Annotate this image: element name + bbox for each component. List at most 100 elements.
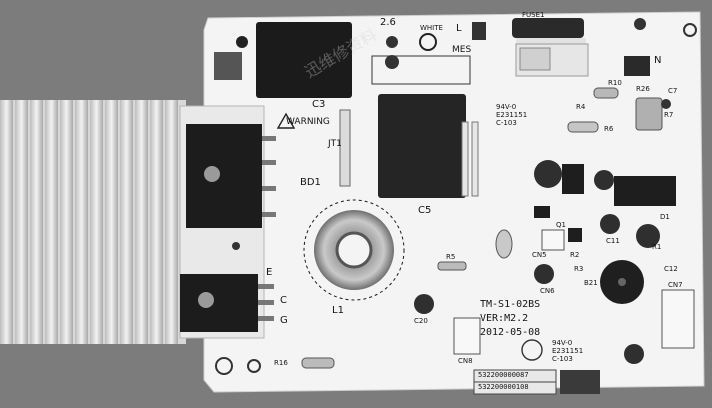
igbt <box>180 274 274 332</box>
designator-g: G <box>280 315 288 326</box>
electrolytic-cap-5 <box>534 264 554 284</box>
designator-cn8: CN8 <box>458 357 473 365</box>
jumper-3 <box>471 121 479 197</box>
designator-c: C <box>280 295 287 306</box>
white-label: WHITE <box>420 24 443 32</box>
designator-l: L <box>456 23 462 34</box>
cert-code-label-2: C-103 <box>552 355 573 363</box>
designator-r5: R5 <box>446 253 456 261</box>
cert-code-label: C-103 <box>496 119 517 127</box>
file-number-label: E231151 <box>496 111 528 119</box>
transformer <box>614 176 676 206</box>
bridge-rectifier <box>186 124 276 228</box>
fuse <box>512 18 584 38</box>
electrolytic-cap-1 <box>534 160 562 188</box>
trace-outline <box>371 55 471 85</box>
mes-label: MES <box>452 45 472 55</box>
mount-hole-right <box>683 23 697 37</box>
warning-icon <box>276 112 296 129</box>
designator-r26: R26 <box>636 85 650 93</box>
dark-label-patch <box>560 370 600 394</box>
cert-label: 94V-0 <box>496 103 517 111</box>
designator-c3: C3 <box>312 99 326 110</box>
test-point-2-6 <box>386 36 398 48</box>
connector-cn7 <box>661 289 695 349</box>
hole-2-6 <box>385 55 399 69</box>
resistor-r16 <box>301 357 335 369</box>
designator-n: N <box>654 55 662 66</box>
electrolytic-cap-c20 <box>414 294 434 314</box>
mount-hole-bd1 <box>232 242 240 250</box>
connector-l <box>472 22 486 40</box>
capacitor-c3 <box>256 22 352 98</box>
designator-c5: C5 <box>418 205 432 216</box>
designator-l1: L1 <box>332 305 344 316</box>
designator-b21: B21 <box>584 279 598 287</box>
mount-hole-left-2 <box>247 359 261 373</box>
capacitor-c5 <box>378 94 466 198</box>
part-number-2: 532200000108 <box>478 383 529 391</box>
designator-r10: R10 <box>608 79 622 87</box>
connector-cn5 <box>541 229 565 251</box>
model-label: TM-S1-02BS <box>480 299 541 310</box>
mount-hole-c7 <box>661 99 671 109</box>
qc-logo <box>521 339 543 361</box>
jumper-jt1 <box>339 109 351 187</box>
version-label: VER:M2.2 <box>480 313 529 324</box>
connector-cn8 <box>453 317 481 355</box>
connector-top-left <box>214 52 242 80</box>
transistor-q5 <box>534 206 550 218</box>
hole-top-left <box>236 36 248 48</box>
jumper-2 <box>461 121 469 197</box>
electrolytic-cap-2 <box>594 170 614 190</box>
designator-cn7: CN7 <box>668 281 683 289</box>
date-label: 2012-05-08 <box>480 327 541 338</box>
designator-cn6: CN6 <box>540 287 555 295</box>
resistor-r6 <box>567 121 599 133</box>
designator-c20: C20 <box>414 317 428 325</box>
value-2-6: 2.6 <box>380 17 396 28</box>
designator-c7: C7 <box>668 87 678 95</box>
designator-cn5: CN5 <box>532 251 547 259</box>
designator-r4: R4 <box>576 103 586 111</box>
part-number-plate-2 <box>473 381 557 395</box>
designator-r3: R3 <box>574 265 584 273</box>
designator-r7: R7 <box>664 111 674 119</box>
test-point-white <box>419 33 437 51</box>
ntc-thermistor <box>495 229 513 259</box>
designator-d1: D1 <box>660 213 670 221</box>
designator-e: E <box>266 267 273 278</box>
designator-r6: R6 <box>604 125 614 133</box>
electrolytic-cap-3 <box>600 214 620 234</box>
designator-r2: R2 <box>570 251 580 259</box>
mount-hole-top-right <box>634 18 646 30</box>
connector-n <box>624 56 650 76</box>
transistor-q1 <box>568 228 582 242</box>
designator-r1: R1 <box>652 243 662 251</box>
designator-q1: Q1 <box>556 221 566 229</box>
part-number-1: 532200000087 <box>478 371 529 379</box>
designator-jt1: JT1 <box>328 139 342 149</box>
designator-c11: C11 <box>606 237 620 245</box>
electrolytic-cap-6 <box>624 344 644 364</box>
buzzer-hole <box>618 278 626 286</box>
mount-hole-left <box>215 357 233 375</box>
fuse-label-plate <box>516 38 586 46</box>
relay-block <box>519 47 551 71</box>
designator-r16: R16 <box>274 359 288 367</box>
resistor-r10 <box>593 87 619 99</box>
pcb-board <box>203 11 705 393</box>
toroid-inductor <box>303 199 405 301</box>
fuse-label: FUSE1 <box>522 11 545 19</box>
resistor-r5 <box>437 261 467 271</box>
electrolytic-cap-4 <box>636 224 660 248</box>
resistor-r26 <box>635 97 663 131</box>
designator-c12: C12 <box>664 265 678 273</box>
warning-label: WARNING <box>286 117 330 127</box>
ic-u2 <box>562 164 584 194</box>
file-number-label-2: E231151 <box>552 347 584 355</box>
designator-bd1: BD1 <box>300 177 321 188</box>
cert-label-2: 94V-0 <box>552 339 573 347</box>
